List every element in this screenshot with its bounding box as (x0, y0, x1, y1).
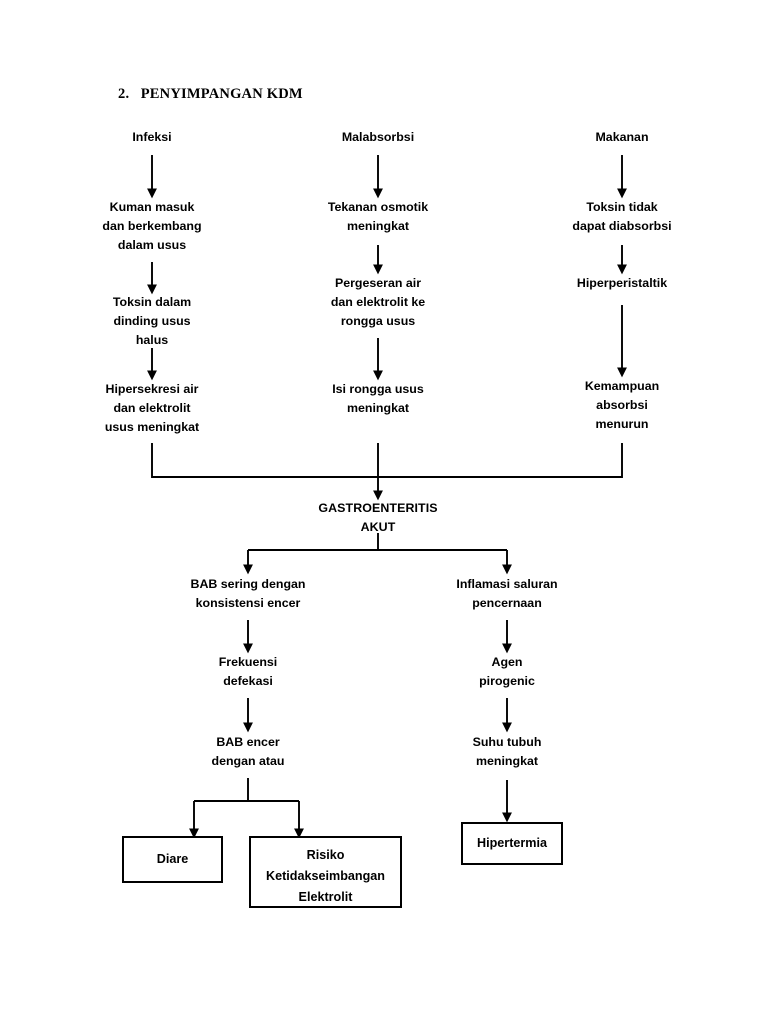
node-agen-pirogenic: Agen pirogenic (479, 655, 535, 688)
box-risiko-ketidakseimbangan-elektrolit: Risiko Ketidakseimbangan Elektrolit (249, 836, 402, 908)
node-bab-encer: BAB encer dengan atau (211, 735, 285, 768)
node-isi-rongga-usus: Isi rongga usus meningkat (332, 382, 424, 415)
node-kemampuan-absorbsi: Kemampuan absorbsi menurun (584, 379, 660, 431)
node-kuman-masuk: Kuman masuk dan berkembang dalam usus (102, 200, 202, 252)
node-inflamasi-saluran: Inflamasi saluran pencernaan (456, 577, 558, 610)
node-toksin-tidak-diabsorbsi: Toksin tidak dapat diabsorbsi (572, 200, 672, 233)
node-toksin-dinding-usus: Toksin dalam dinding usus halus (112, 295, 192, 347)
node-gastroenteritis-akut: GASTROENTERITIS AKUT (318, 501, 438, 534)
node-bab-sering: BAB sering dengan konsistensi encer (190, 577, 306, 610)
node-tekanan-osmotik: Tekanan osmotik meningkat (327, 200, 429, 233)
box-hipertermia: Hipertermia (461, 822, 563, 865)
node-infeksi: Infeksi (132, 130, 172, 144)
node-makanan: Makanan (595, 130, 649, 144)
node-pergeseran-air: Pergeseran air dan elektrolit ke rongga … (330, 276, 426, 328)
node-suhu-tubuh: Suhu tubuh meningkat (472, 735, 542, 768)
node-hiperperistaltik: Hiperperistaltik (576, 276, 668, 290)
node-hipersekresi-air: Hipersekresi air dan elektrolit usus men… (104, 382, 200, 434)
node-frekuensi-defekasi: Frekuensi defekasi (218, 655, 278, 688)
merge-bracket (151, 443, 623, 478)
node-malabsorbsi: Malabsorbsi (341, 130, 415, 144)
box-diare: Diare (122, 836, 223, 883)
page-title: 2. PENYIMPANGAN KDM (118, 86, 303, 102)
